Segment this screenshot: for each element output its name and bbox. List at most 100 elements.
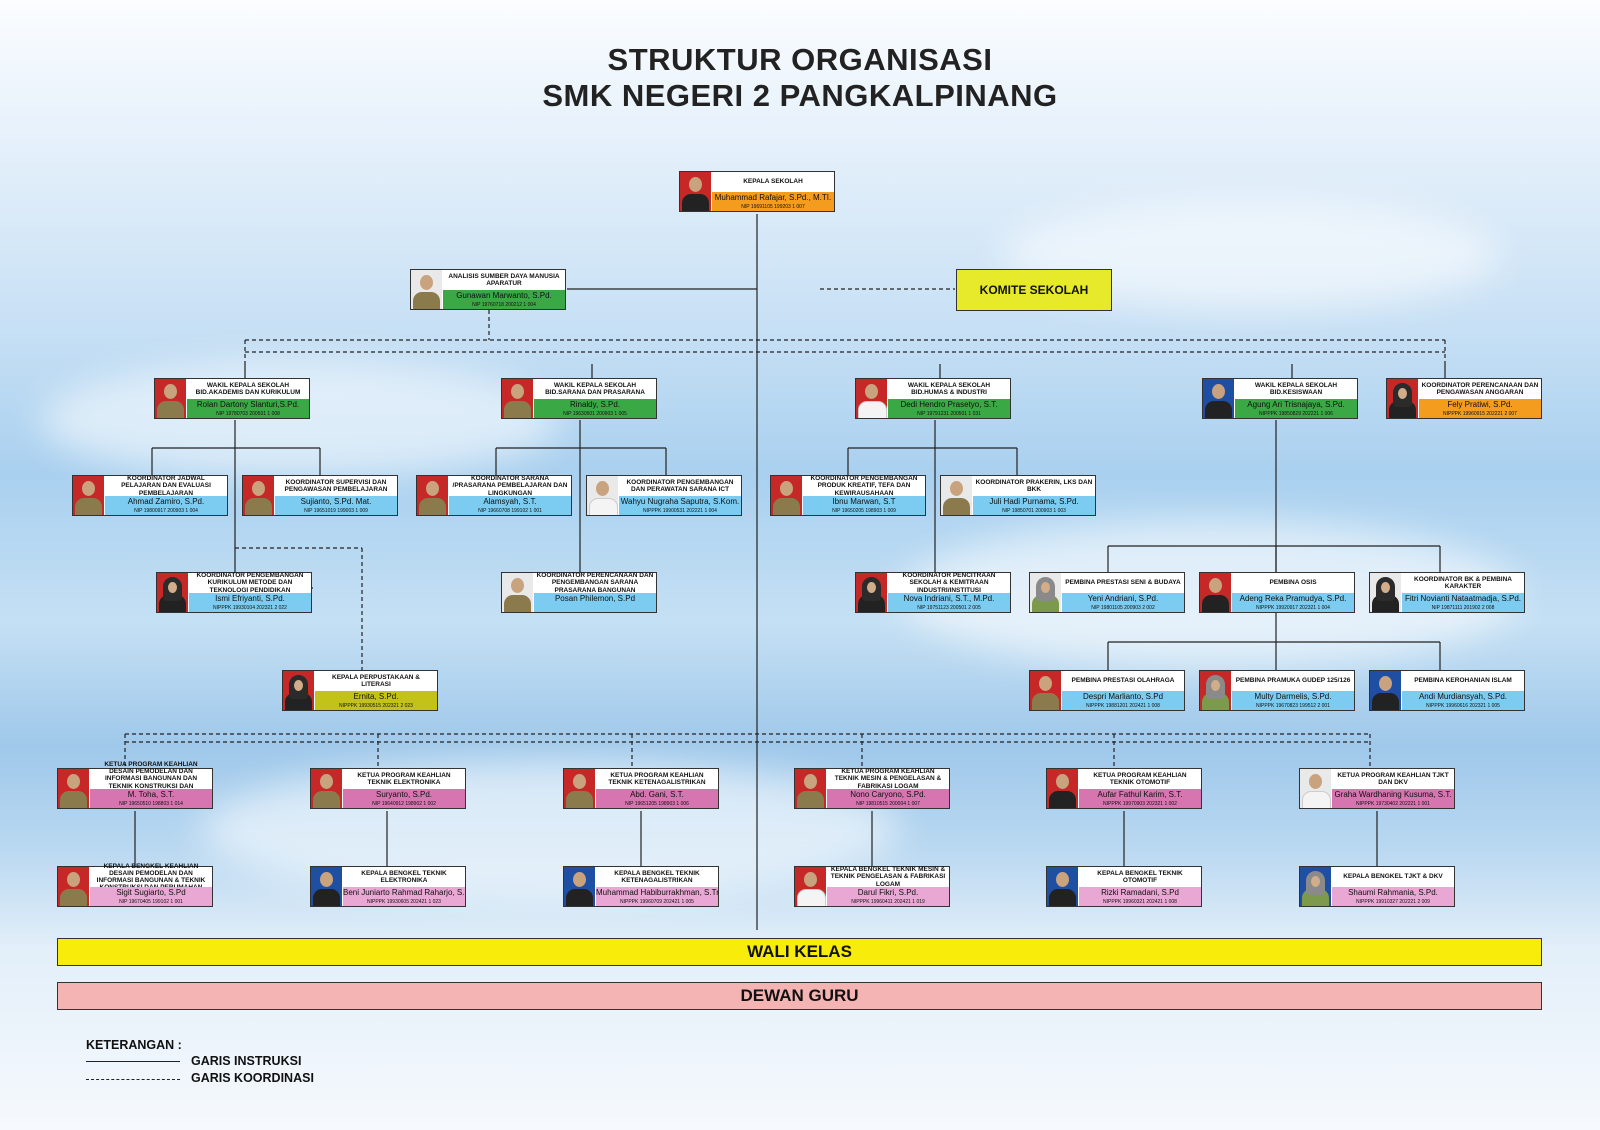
person-nip: NIP 19651205 198903 1 006: [596, 800, 718, 808]
position-title: KOORDINATOR PERENCANAAN DAN PENGEMBANGAN…: [534, 572, 656, 594]
person-name: Despri Marlianto, S.Pd: [1062, 691, 1184, 702]
person-name: M. Toha, S.T.: [90, 789, 212, 800]
person-nip: NIPPPK 19670823 199512 2 001: [1232, 702, 1354, 710]
person-photo: [417, 476, 448, 515]
position-title: KEPALA BENGKEL TEKNIK KETENAGALISTRIKAN: [596, 867, 718, 888]
person-nip: NIPPPK 19920917 202321 1 004: [1232, 604, 1354, 612]
person-name: Ismi Efriyanti, S.Pd.: [189, 593, 311, 604]
position-title: KETUA PROGRAM KEAHLIAN TJKT DAN DKV: [1332, 769, 1454, 790]
person-photo: [1370, 573, 1401, 612]
org-card: KOORDINATOR PERENCANAAN DAN PENGEMBANGAN…: [501, 572, 657, 613]
person-name: Juli Hadi Purnama, S.Pd.: [973, 496, 1095, 507]
person-photo: [856, 573, 887, 612]
org-card: KOORDINATOR JADWAL PELAJARAN DAN EVALUAS…: [72, 475, 228, 516]
person-photo: [587, 476, 618, 515]
person-photo: [502, 379, 533, 418]
person-photo: [243, 476, 274, 515]
person-photo: [157, 573, 188, 612]
person-name: Gunawan Marwanto, S.Pd.: [443, 290, 565, 301]
org-card: KEPALA BENGKEL TEKNIK MESIN & TEKNIK PEN…: [794, 866, 950, 907]
org-card: KETUA PROGRAM KEAHLIAN TEKNIK ELEKTRONIK…: [310, 768, 466, 809]
person-name: Nono Caryono, S.Pd.: [827, 789, 949, 800]
position-title: KOORDINATOR BK & PEMBINA KARAKTER: [1402, 573, 1524, 594]
person-photo: [283, 671, 314, 710]
person-nip: NIPPPK 19850829 202221 1 006: [1235, 410, 1357, 418]
person-nip: NIPPPK 19910327 202221 2 009: [1332, 898, 1454, 906]
person-name: Adeng Reka Pramudya, S.Pd.: [1232, 593, 1354, 604]
person-photo: [856, 379, 887, 418]
position-title: WAKIL KEPALA SEKOLAH BID.AKADEMIS DAN KU…: [187, 379, 309, 400]
person-nip: NIP 19651019 199003 1 009: [275, 507, 397, 515]
person-photo: [941, 476, 972, 515]
person-photo: [155, 379, 186, 418]
person-photo: [73, 476, 104, 515]
person-name: Muhammad Rafajar, S.Pd., M.TI.: [712, 192, 834, 203]
position-title: WAKIL KEPALA SEKOLAH BID.KESISWAAN: [1235, 379, 1357, 400]
position-title: KOORDINATOR PENGEMBANGAN KURIKULUM METOD…: [189, 572, 311, 594]
position-title: PEMBINA KEROHANIAN ISLAM: [1402, 671, 1524, 692]
org-card: KEPALA BENGKEL KEAHLIAN DESAIN PEMODELAN…: [57, 863, 213, 907]
position-title: KETUA PROGRAM KEAHLIAN TEKNIK OTOMOTIF: [1079, 769, 1201, 790]
person-name: Multy Darmelis, S.Pd.: [1232, 691, 1354, 702]
person-nip: NIP 19871111 201902 2 008: [1402, 604, 1524, 612]
chart-title-line2: SMK NEGERI 2 PANGKALPINANG: [542, 78, 1058, 113]
person-name: Fely Pratiwi, S.Pd.: [1419, 399, 1541, 410]
org-card: KOORDINATOR PERENCANAAN DAN PENGAWASAN A…: [1386, 378, 1542, 419]
person-photo: [1030, 573, 1061, 612]
person-nip: NIPPPK 19881201 202421 1 008: [1062, 702, 1184, 710]
position-title: WAKIL KEPALA SEKOLAH BID.SARANA DAN PRAS…: [534, 379, 656, 400]
position-title: KOORDINATOR PENGEMBANGAN PRODUK KREATIF,…: [803, 475, 925, 497]
person-photo: [1200, 671, 1231, 710]
person-name: Rinaldy, S.Pd.: [534, 399, 656, 410]
person-photo: [1200, 573, 1231, 612]
position-title: KEPALA BENGKEL TEKNIK ELEKTRONIKA: [343, 867, 465, 888]
person-nip: NIP 19670405 199102 1 001: [90, 898, 212, 906]
position-title: KETUA PROGRAM KEAHLIAN DESAIN PEMODELAN …: [90, 761, 212, 797]
position-title: KOORDINATOR JADWAL PELAJARAN DAN EVALUAS…: [105, 475, 227, 497]
person-name: Muhammad Habiburrakhman, S.Tr.T.: [596, 887, 718, 898]
person-photo: [1300, 769, 1331, 808]
person-name: Sujianto, S.Pd. Mat.: [275, 496, 397, 507]
person-name: Sigit Sugiarto, S.Pd: [90, 887, 212, 898]
position-title: KOORDINATOR PENGEMBANGAN DAN PERAWATAN S…: [619, 476, 741, 497]
wali-kelas-bar: WALI KELAS: [57, 938, 1542, 966]
person-nip: NIPPPK 19960915 202221 2 007: [1419, 410, 1541, 418]
person-photo: [411, 270, 442, 309]
person-nip: NIP 19850701 200903 1 003: [973, 507, 1095, 515]
person-photo: [502, 573, 533, 612]
person-nip: NIPPPK 19960709 202421 1 005: [596, 898, 718, 906]
org-card: KOORDINATOR PENGEMBANGAN DAN PERAWATAN S…: [586, 475, 742, 516]
dewan-guru-bar: DEWAN GURU: [57, 982, 1542, 1010]
person-photo: [564, 769, 595, 808]
position-title: KETUA PROGRAM KEAHLIAN TEKNIK ELEKTRONIK…: [343, 769, 465, 790]
legend-dashed-line: [86, 1079, 180, 1080]
person-photo: [1387, 379, 1418, 418]
person-name: Darul Fikri, S.Pd.: [827, 887, 949, 898]
position-title: KEPALA PERPUSTAKAAN & LITERASI: [315, 671, 437, 692]
person-photo: [1047, 769, 1078, 808]
person-nip: NIP 19691105 199203 1 007: [712, 203, 834, 211]
position-title: PEMBINA OSIS: [1232, 573, 1354, 594]
person-nip: NIP 19640912 198902 1 002: [343, 800, 465, 808]
position-title: ANALISIS SUMBER DAYA MANUSIA APARATUR: [443, 270, 565, 291]
person-name: Beni Juniarto Rahmad Raharjo, S.Pd.: [343, 887, 465, 898]
person-nip: NIP 19760718 200212 1 004: [443, 301, 565, 309]
position-title: KOORDINATOR SUPERVISI DAN PENGAWASAN PEM…: [275, 476, 397, 497]
person-name: Andi Murdiansyah, S.Pd.: [1402, 691, 1524, 702]
org-card: KOORDINATOR SARANA /PRASARANA PEMBELAJAR…: [416, 475, 572, 516]
person-photo: [58, 769, 89, 808]
person-photo: [1203, 379, 1234, 418]
person-nip: [534, 604, 656, 612]
position-title: KOORDINATOR PENCITRAAN SEKOLAH & KEMITRA…: [888, 572, 1010, 594]
org-card: KETUA PROGRAM KEAHLIAN TEKNIK KETENAGALI…: [563, 768, 719, 809]
